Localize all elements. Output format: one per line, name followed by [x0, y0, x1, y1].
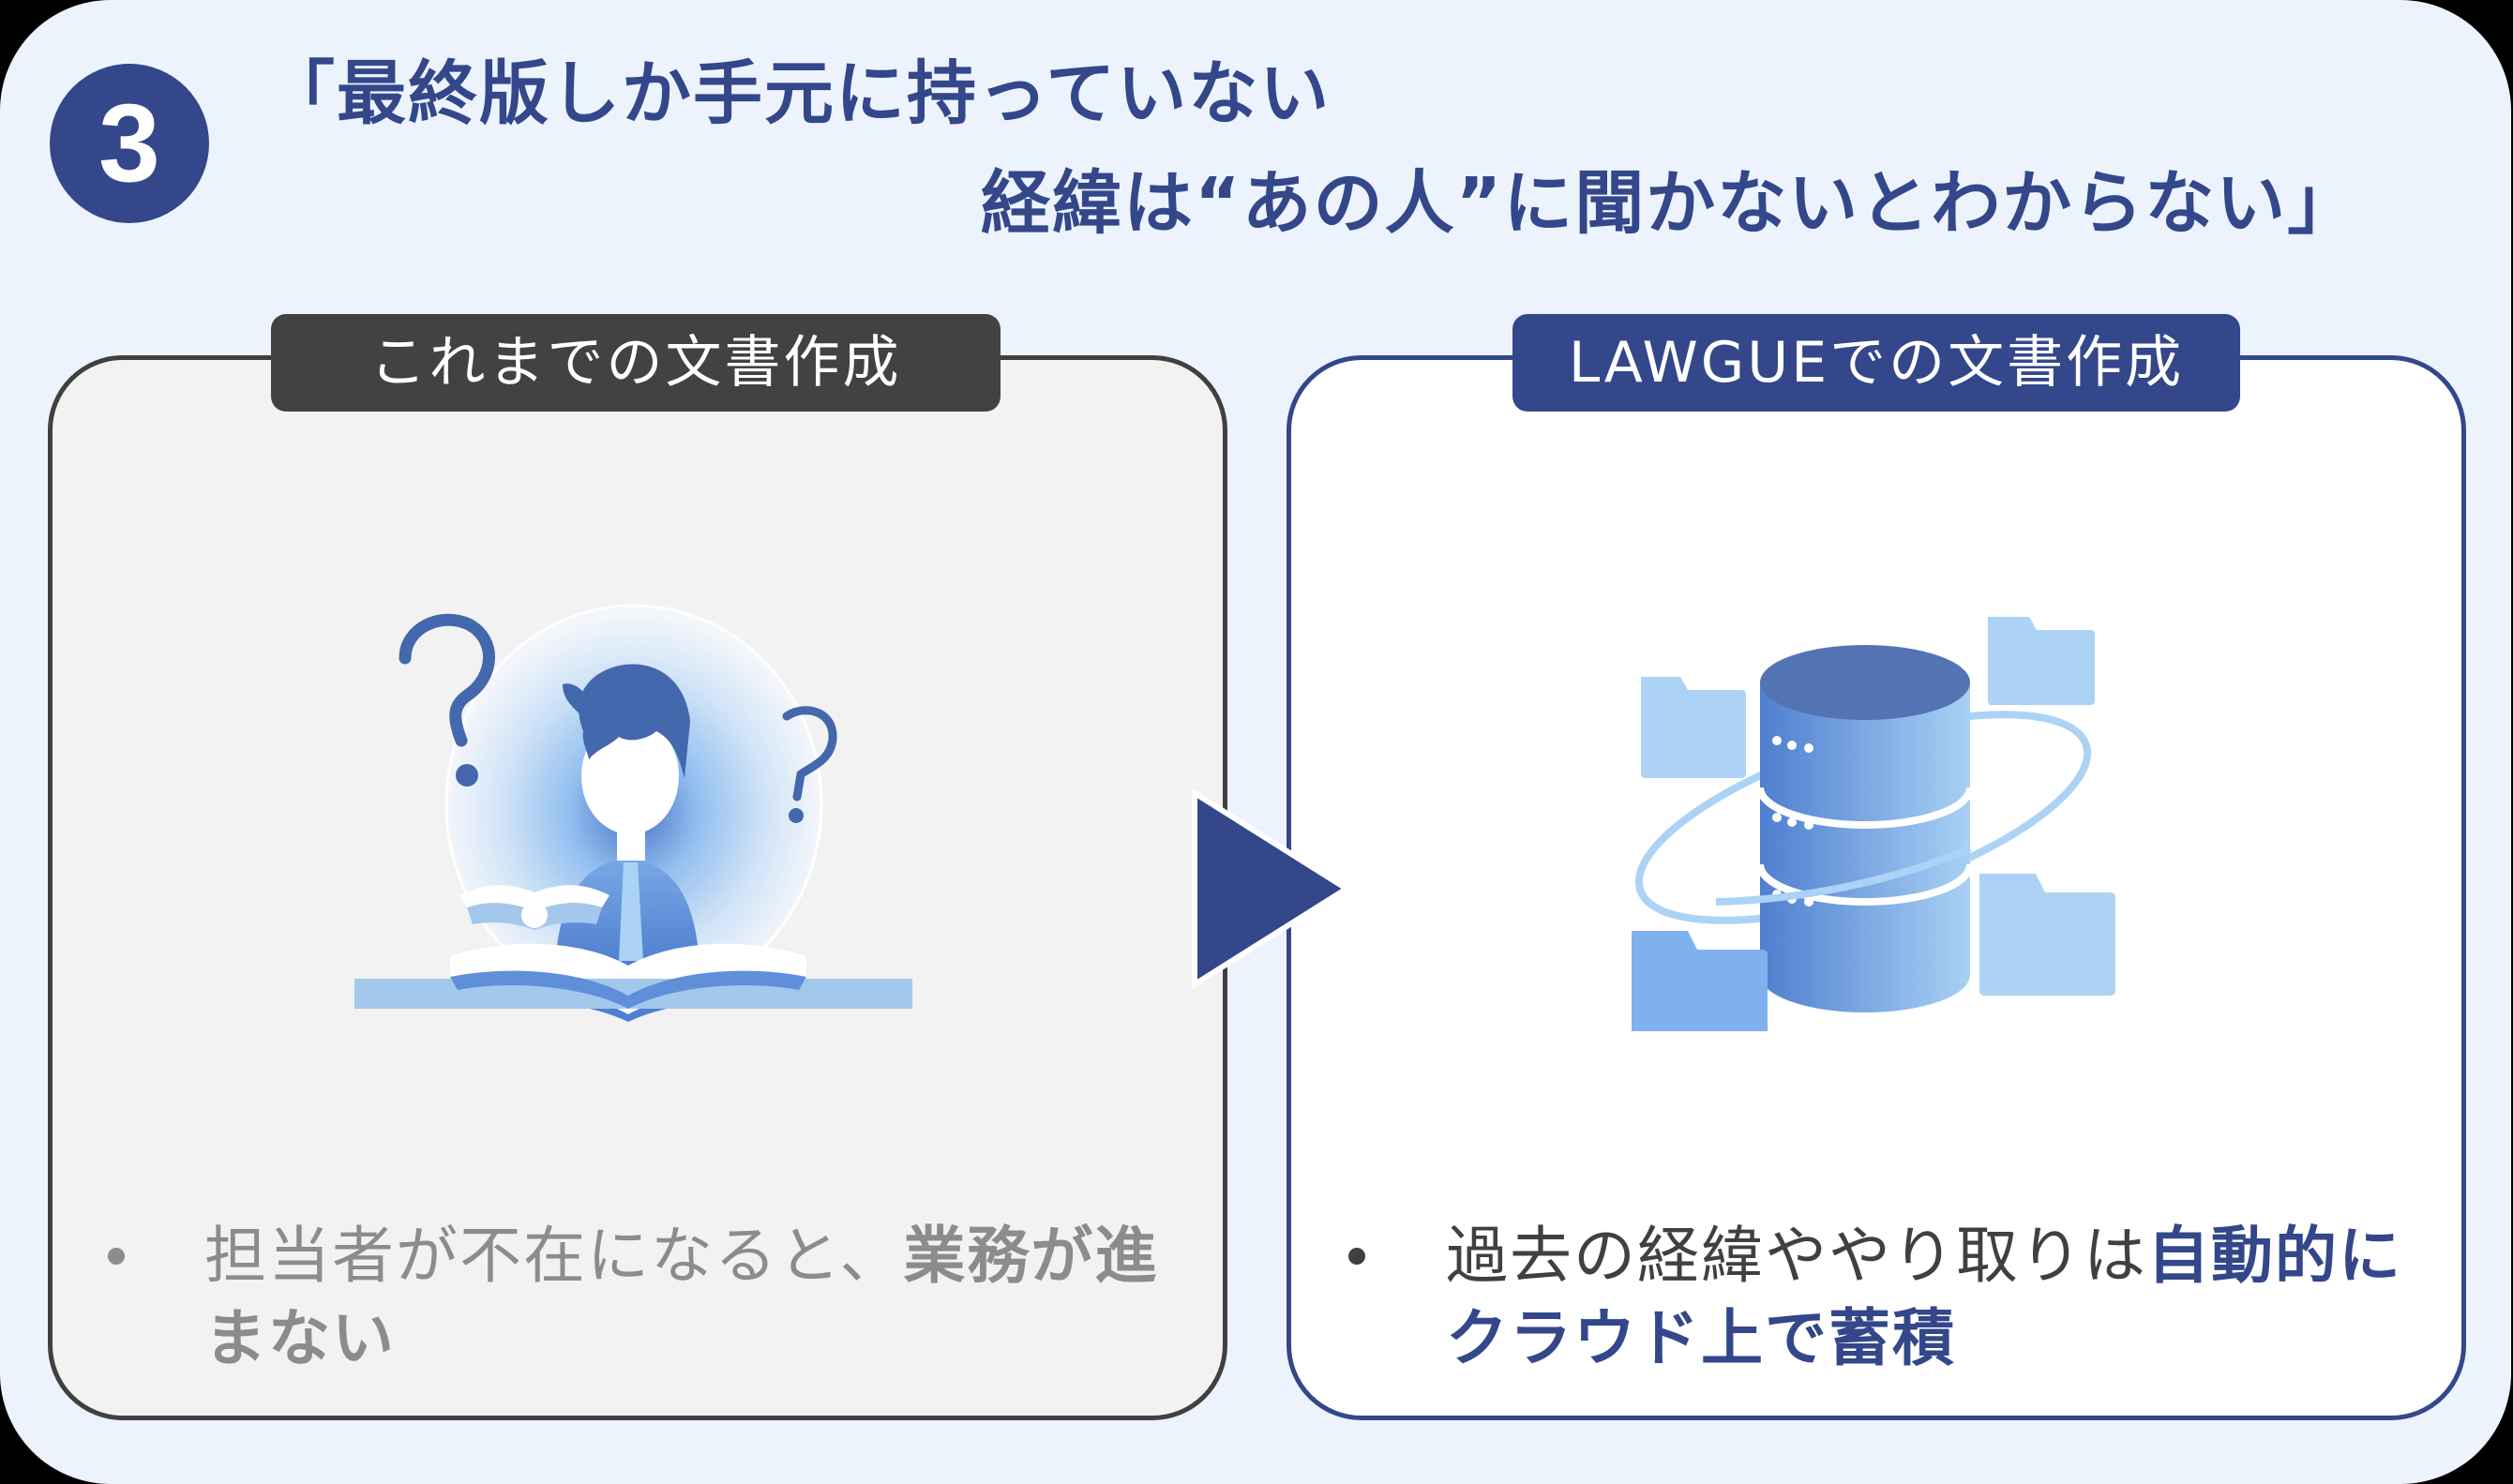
before-bullet-normal: 担当者が不在になると、 — [204, 1220, 904, 1292]
headline-line-2: 経緯は“あの人”に聞かないとわからない」 — [981, 163, 2359, 244]
bullet-dot-icon — [1348, 1248, 1365, 1265]
folder-icon — [1632, 931, 1768, 1031]
before-bullet-emphasis: 業務が進まない — [204, 1220, 1159, 1374]
bullet-dot-icon — [108, 1248, 125, 1265]
folder-icon — [1979, 874, 2115, 996]
triangle-right-arrow-icon — [1192, 787, 1352, 990]
after-bullet-text: 過去の経緯ややり取りは自動的にクラウド上で蓄積 — [1446, 1215, 2430, 1380]
step-number-badge: 3 — [50, 64, 209, 223]
before-bullet-text: 担当者が不在になると、業務が進まない — [204, 1215, 1170, 1380]
after-bullet-emphasis: 自動的にクラウド上で蓄積 — [1446, 1220, 2402, 1374]
cloud-database-folders-icon — [1632, 617, 2115, 1031]
person-confused-reading-icon — [354, 604, 912, 1022]
before-card-label: これまでの文書作成 — [271, 314, 1001, 412]
after-bullet-normal: 過去の経緯ややり取りは — [1446, 1220, 2147, 1292]
step-number: 3 — [98, 82, 160, 205]
folder-icon — [1988, 617, 2095, 705]
before-label-text: これまでの文書作成 — [369, 330, 902, 396]
after-card-label: LAWGUEでの文書作成 — [1512, 314, 2240, 412]
after-label-text: LAWGUEでの文書作成 — [1568, 330, 2185, 396]
headline-line-1: 「最終版しか手元に持っていない — [265, 53, 1332, 134]
folder-icon — [1641, 677, 1746, 778]
